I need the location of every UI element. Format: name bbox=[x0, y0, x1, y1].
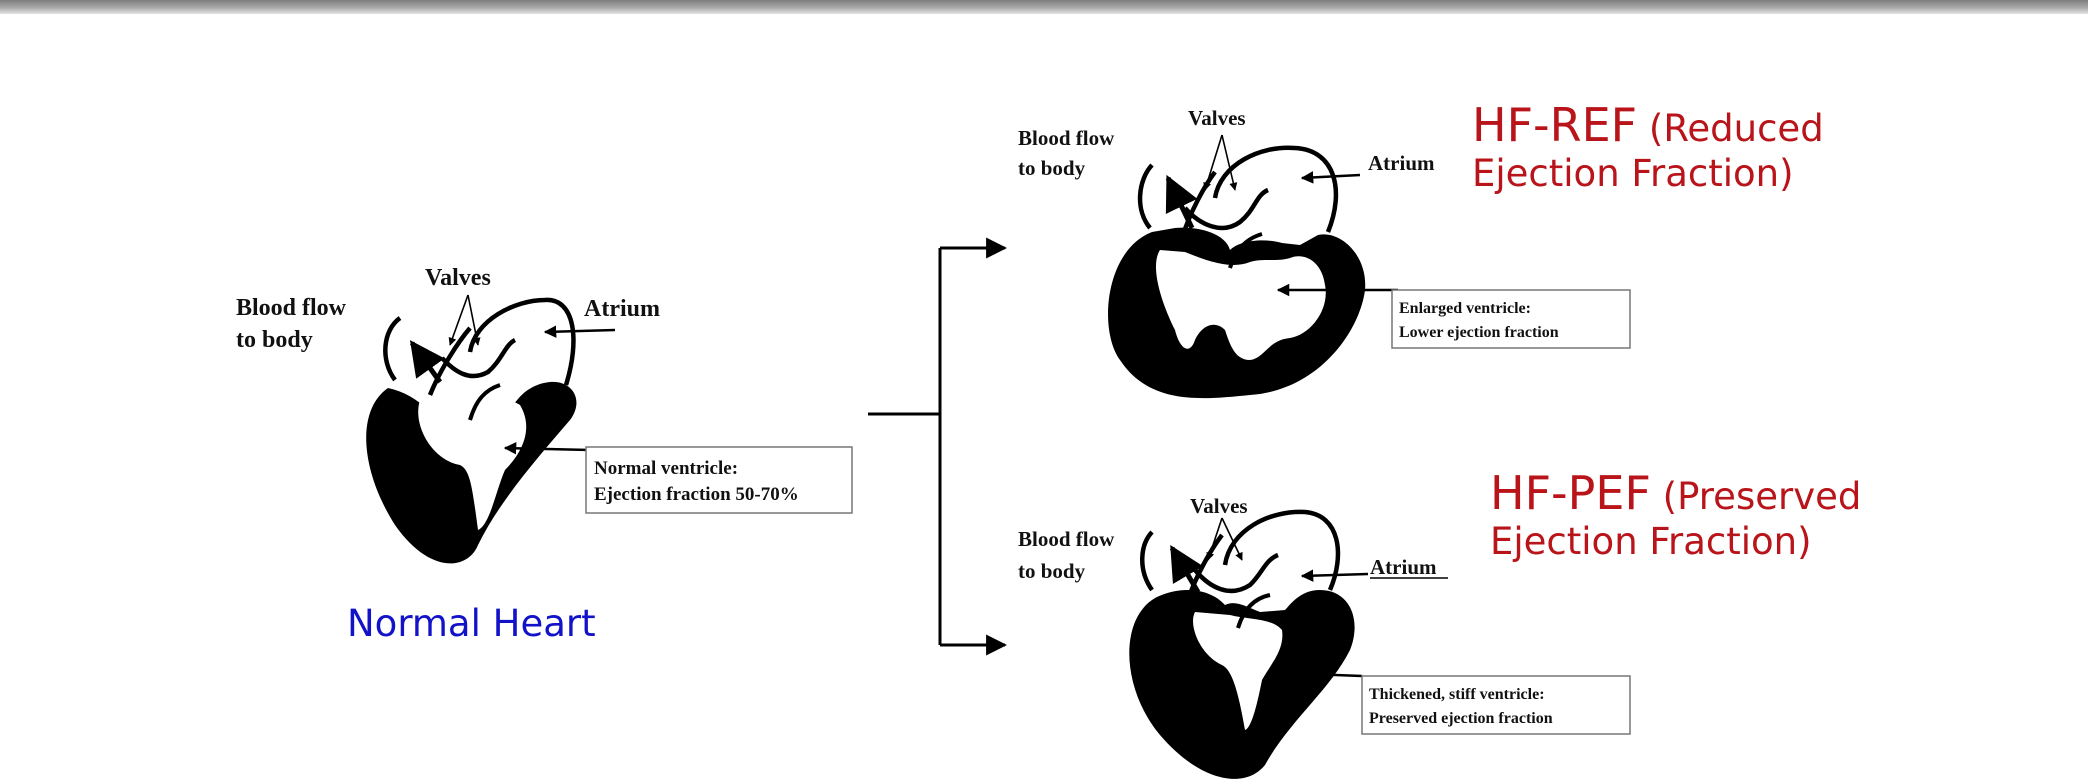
hfpef-title-main: HF-PEF bbox=[1490, 466, 1651, 520]
hfref-ventricle-note-line1: Enlarged ventricle: bbox=[1399, 300, 1531, 317]
hfpef-ventricle-note-line1: Thickened, stiff ventricle: bbox=[1369, 686, 1545, 703]
hfpef-heart-illustration bbox=[1129, 512, 1368, 779]
hfref-atrium-label: Atrium bbox=[1368, 151, 1435, 175]
hfref-title: HF-REF (Reduced Ejection Fraction) bbox=[1472, 98, 1824, 196]
normal-ventricle-note-line2: Ejection fraction 50-70% bbox=[594, 484, 799, 505]
hfpef-ventricle-note-line2: Preserved ejection fraction bbox=[1369, 710, 1553, 727]
hfpef-title-line2: Ejection Fraction) bbox=[1490, 520, 1812, 563]
hfpef-blood-flow-label-line2: to body bbox=[1018, 559, 1086, 583]
hfref-title-rest: (Reduced bbox=[1637, 107, 1824, 150]
branch-connector bbox=[868, 248, 1005, 645]
normal-blood-flow-label-line2: to body bbox=[236, 327, 313, 353]
hfref-valves-label: Valves bbox=[1188, 106, 1246, 130]
normal-ventricle-note-line1: Normal ventricle: bbox=[594, 458, 738, 479]
hfref-heart-illustration bbox=[1108, 135, 1398, 398]
hfpef-blood-flow-label-line1: Blood flow bbox=[1018, 527, 1115, 551]
hfref-blood-flow-label-line1: Blood flow bbox=[1018, 126, 1115, 150]
hfref-title-main: HF-REF bbox=[1472, 98, 1637, 152]
normal-atrium-label: Atrium bbox=[584, 296, 660, 322]
normal-heart-illustration bbox=[366, 295, 615, 563]
hfpef-valves-label: Valves bbox=[1190, 494, 1248, 518]
hfpef-title: HF-PEF (Preserved Ejection Fraction) bbox=[1490, 466, 1861, 564]
hfref-blood-flow-label-line2: to body bbox=[1018, 156, 1086, 180]
normal-heart-diagram: Valves Blood flow to body Atrium Normal … bbox=[236, 265, 852, 563]
hfref-title-line2: Ejection Fraction) bbox=[1472, 152, 1794, 195]
hfpef-title-rest: (Preserved bbox=[1651, 475, 1861, 518]
normal-valves-label: Valves bbox=[425, 265, 491, 291]
hfpef-atrium-label: Atrium bbox=[1370, 555, 1437, 579]
normal-heart-caption: Normal Heart bbox=[347, 602, 596, 645]
normal-blood-flow-label-line1: Blood flow bbox=[236, 295, 347, 321]
hfref-ventricle-note-line2: Lower ejection fraction bbox=[1399, 324, 1559, 341]
